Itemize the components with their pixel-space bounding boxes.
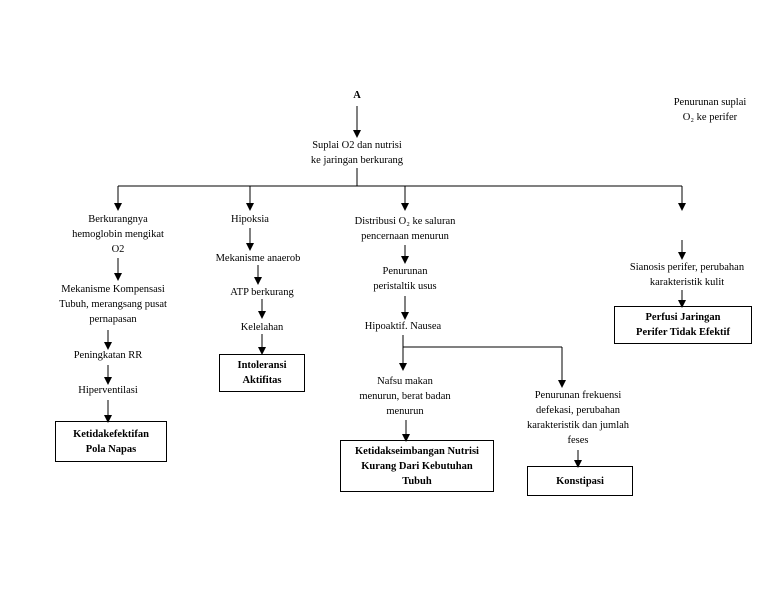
b2-node-1: Hipoksia: [231, 214, 269, 225]
b3-right-node: Penurunan frekuensi defekasi, perubahan …: [526, 390, 630, 446]
b1-node-4: Hiperventilasi: [78, 385, 138, 396]
b3-left-node: Nafsu makan menurun, berat badan menurun: [359, 376, 451, 417]
root-node: Suplai O2 dan nutrisi ke jaringan berkur…: [310, 140, 404, 166]
b2-diagnosis-box: Intoleransi Aktifitas: [219, 354, 305, 392]
b3-left-diagnosis-box: Ketidakseimbangan Nutrisi Kurang Dari Ke…: [340, 440, 494, 492]
b1-node-2: Mekanisme Kompensasi Tubuh, merangsang p…: [59, 284, 167, 325]
b2-node-2: Mekanisme anaerob: [215, 253, 301, 264]
b3-node-1: Distribusi O₂ ke saluran pencernaan menu…: [354, 216, 456, 242]
b1-node-1: Berkurangnya hemoglobin mengikat O2: [72, 214, 164, 255]
b3-right-diagnosis-box: Konstipasi: [527, 466, 633, 496]
b1-diagnosis-box: Ketidakefektifan Pola Napas: [55, 421, 167, 462]
b4-node-1: Sianosis perifer, perubahan karakteristi…: [629, 262, 745, 288]
b2-node-3: ATP berkurang: [230, 287, 294, 298]
b4-diagnosis-box: Perfusi Jaringan Perifer Tidak Efektif: [614, 306, 752, 344]
b3-node-3: Hipoaktif. Nausea: [364, 321, 442, 332]
b1-node-3: Peningkatan RR: [73, 350, 143, 361]
b2-node-4: Kelelahan: [240, 322, 284, 333]
side-note: Penurunan suplai O₂ ke perifer: [673, 97, 747, 123]
top-label: A: [353, 90, 361, 101]
b3-node-2: Penurunan peristaltik usus: [373, 266, 437, 292]
